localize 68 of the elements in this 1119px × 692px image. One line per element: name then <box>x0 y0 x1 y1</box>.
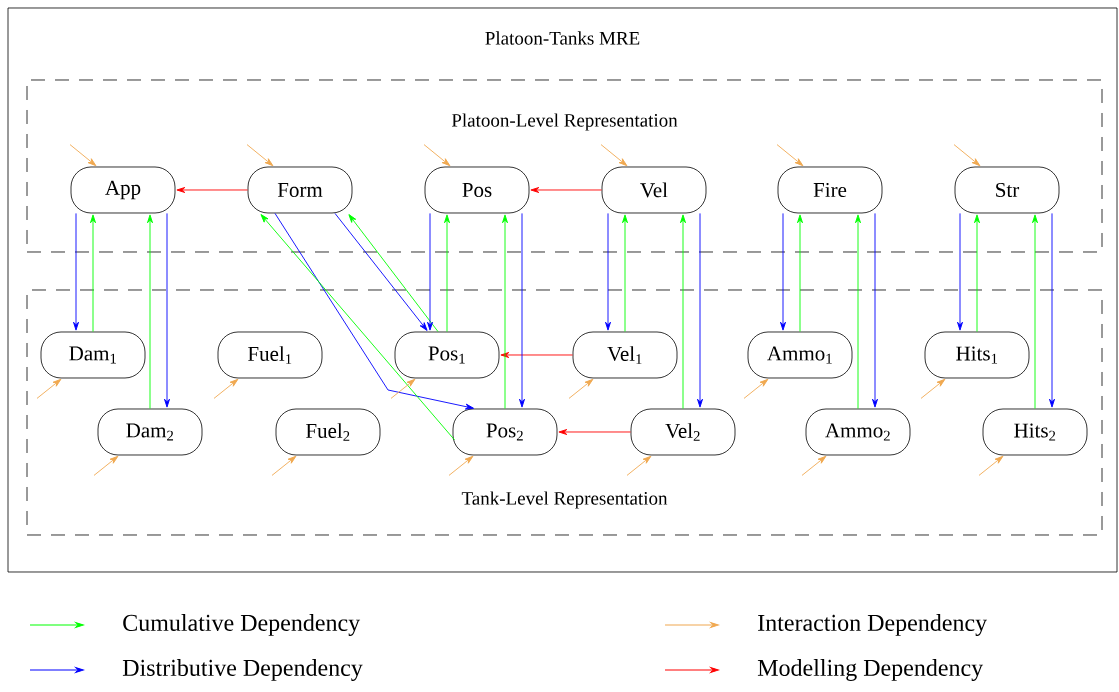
rounded-node: Pos$_{2}$ <box>452 408 558 456</box>
arrow <box>780 212 786 331</box>
arrow <box>872 212 878 408</box>
arrow <box>530 187 603 193</box>
arrow <box>93 455 119 476</box>
arrow <box>502 214 508 410</box>
rounded-node: Fire <box>777 166 883 214</box>
arrow <box>444 214 450 333</box>
rounded-node: Vel$_{1}$ <box>572 331 678 379</box>
arrow <box>622 214 628 333</box>
arrow <box>69 144 97 167</box>
arrow <box>776 144 804 167</box>
arrow <box>953 144 981 167</box>
legend-label: Cumulative Dependency <box>123 614 361 636</box>
arrow <box>164 212 170 408</box>
arrow <box>978 455 1004 476</box>
arrow <box>500 352 574 358</box>
rounded-node: Dam$_{2}$ <box>97 408 203 456</box>
arrow <box>274 212 474 410</box>
rounded-node: Hits$_{2}$ <box>982 408 1088 456</box>
arrow <box>519 212 525 408</box>
arrow <box>600 144 628 167</box>
arrow <box>974 214 980 333</box>
rounded-node: Pos <box>424 166 530 214</box>
rounded-node: Hits$_{1}$ <box>924 331 1030 379</box>
arrow <box>680 214 686 410</box>
arrow <box>427 212 433 331</box>
arrow <box>797 214 803 333</box>
arrow <box>801 455 827 476</box>
arrow <box>855 214 861 410</box>
rounded-node: Vel <box>601 166 707 214</box>
arrow <box>697 212 703 408</box>
arrow <box>626 455 652 476</box>
rounded-node: Dam$_{1}$ <box>40 331 146 379</box>
arrow <box>568 378 594 399</box>
arrow <box>36 378 62 399</box>
arrow <box>334 212 428 331</box>
arrow <box>348 214 439 333</box>
rounded-node: Form <box>247 166 353 214</box>
arrow <box>213 378 239 399</box>
rounded-node: Ammo$_{2}$ <box>805 408 911 456</box>
rounded-node: Ammo$_{1}$ <box>747 331 853 379</box>
arrow <box>423 144 451 167</box>
arrow <box>558 429 632 435</box>
rounded-node: App <box>70 166 176 214</box>
arrow <box>448 455 474 476</box>
legend-label: Modelling Dependency <box>757 659 984 681</box>
rounded-node: Str <box>954 166 1060 214</box>
legend-label: Interaction Dependency <box>758 614 988 636</box>
arrow <box>246 144 274 167</box>
rounded-node: Fuel$_{2}$ <box>275 408 381 456</box>
arrow <box>920 378 946 399</box>
arrow <box>90 214 96 333</box>
arrow <box>605 212 611 331</box>
arrow <box>176 187 249 193</box>
arrow <box>73 212 79 331</box>
arrow <box>743 378 769 399</box>
rounded-node: Fuel$_{1}$ <box>217 331 323 379</box>
arrow <box>260 214 456 441</box>
rounded-node: Pos$_{1}$ <box>394 331 500 379</box>
arrow <box>957 212 963 331</box>
arrow <box>271 455 297 476</box>
rounded-node: Vel$_{2}$ <box>630 408 736 456</box>
arrow <box>1032 214 1038 410</box>
arrow <box>147 214 153 410</box>
arrow <box>390 378 416 399</box>
arrow <box>1049 212 1055 408</box>
legend-label: Distributive Dependency <box>122 659 363 681</box>
